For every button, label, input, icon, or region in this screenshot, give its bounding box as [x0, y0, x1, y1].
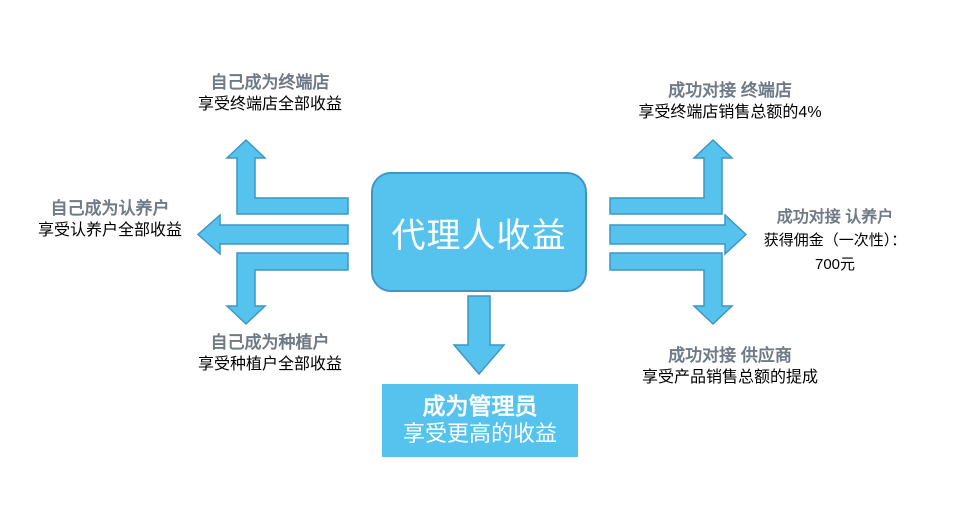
- dock-terminal-heading: 成功对接 终端店: [668, 81, 792, 100]
- arrow-to-manager: [452, 295, 506, 376]
- self-adopter-desc: 享受认养户全部收益: [37, 222, 182, 239]
- self-grower-label: 自己成为种植户 享受种植户全部收益: [160, 332, 380, 376]
- arrow-to-self-terminal: [225, 138, 349, 215]
- dock-adopter-amount: 700元: [814, 256, 856, 273]
- dock-adopter-label: 成功对接 认养户 获得佣金（一次性）： 700元: [730, 207, 940, 277]
- self-terminal-desc: 享受终端店全部收益: [197, 96, 342, 113]
- self-grower-desc: 享受种植户全部收益: [197, 356, 342, 373]
- agent-income-label: 代理人收益: [391, 216, 567, 255]
- dock-adopter-desc: 获得佣金（一次性）：: [763, 232, 907, 249]
- self-adopter-heading: 自己成为认养户: [50, 199, 170, 218]
- dock-terminal-label: 成功对接 终端店 享受终端店销售总额的4%: [600, 80, 860, 124]
- dock-supplier-heading: 成功对接 供应商: [668, 346, 792, 365]
- dock-supplier-label: 成功对接 供应商 享受产品销售总额的提成: [600, 345, 860, 389]
- arrow-to-dock-adopter: [609, 213, 748, 256]
- manager-box: 成为管理员 享受更高的收益: [382, 384, 578, 457]
- arrow-to-self-adopter: [196, 213, 349, 256]
- arrow-to-dock-supplier: [609, 252, 734, 326]
- self-terminal-heading: 自己成为终端店: [210, 73, 330, 92]
- arrow-to-self-grower: [225, 252, 349, 326]
- self-grower-heading: 自己成为种植户: [210, 333, 330, 352]
- dock-supplier-desc: 享受产品销售总额的提成: [641, 369, 818, 386]
- dock-terminal-desc: 享受终端店销售总额的4%: [638, 104, 822, 121]
- agent-income-box: 代理人收益: [371, 172, 587, 292]
- dock-adopter-heading: 成功对接 认养户: [776, 209, 894, 226]
- manager-subtitle: 享受更高的收益: [402, 421, 557, 446]
- arrow-to-dock-terminal: [609, 138, 734, 215]
- self-terminal-label: 自己成为终端店 享受终端店全部收益: [160, 72, 380, 116]
- self-adopter-label: 自己成为认养户 享受认养户全部收益: [0, 198, 220, 242]
- manager-title: 成为管理员: [422, 393, 538, 419]
